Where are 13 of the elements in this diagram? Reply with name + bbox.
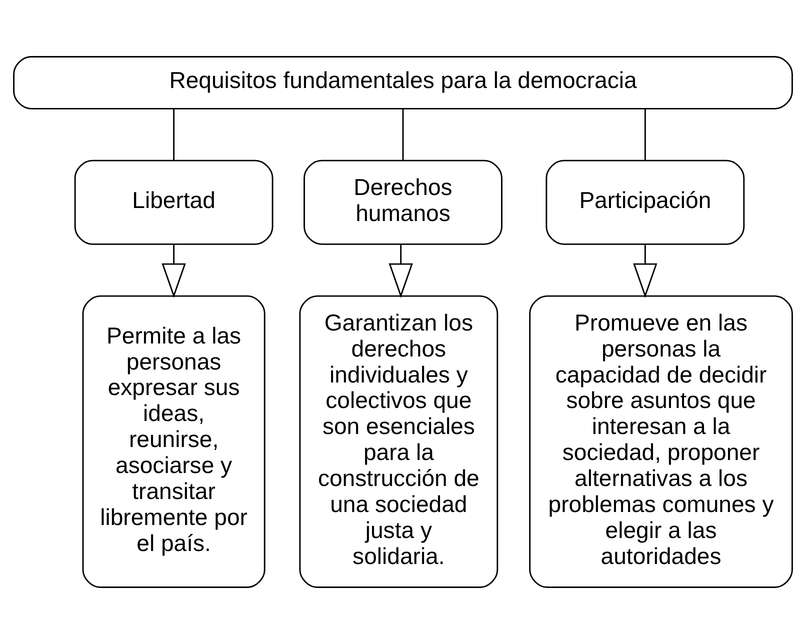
arrow (633, 244, 658, 298)
connector (402, 108, 404, 160)
node-box: Garantizan los derechos individuales y colectivos que son esenciales para la construcción de una sociedad justa y solidaria. (299, 295, 498, 588)
connector (644, 108, 646, 160)
node-box: Promueve en las personas la capacidad de decidir sobre asuntos que interesan a la sociedad, proponer alternativas a los problemas comunes y elegir a las autoridades (529, 295, 793, 588)
node-box: Libertad (74, 160, 274, 245)
arrow (162, 244, 186, 298)
arrow (388, 244, 413, 298)
node-box: Participación (546, 160, 745, 245)
node-box: Requisitos fundamentales para la democracia (13, 56, 793, 110)
node-box: Derechos humanos (304, 160, 502, 245)
node-box: Permite a las personas expresar sus ideas, reunirse, asociarse y transitar libremente por el país. (82, 295, 266, 588)
connector (173, 108, 175, 160)
